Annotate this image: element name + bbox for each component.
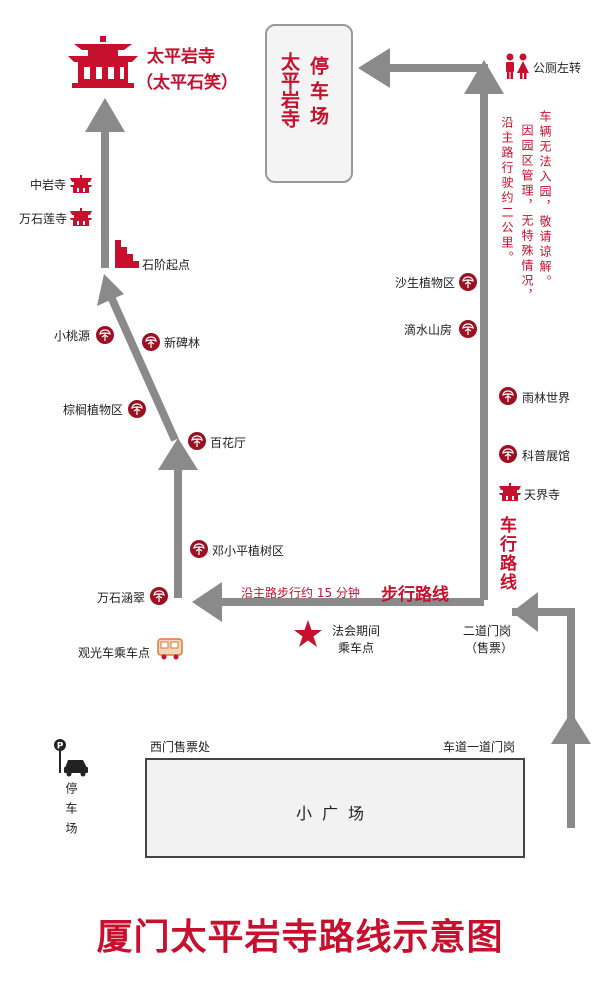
walk-route-diag bbox=[104, 288, 179, 442]
parking-lot-col: 停车场 bbox=[307, 56, 329, 131]
temple-name: 太平岩寺 bbox=[147, 47, 215, 67]
toilet-icon bbox=[506, 53, 529, 79]
walk-route-label: 步行路线 bbox=[381, 585, 449, 605]
bus-icon bbox=[157, 638, 183, 660]
temple-alias: （太平石笑） bbox=[136, 73, 238, 93]
gate2-sub-label: （售票） bbox=[465, 641, 514, 655]
gate2-label: 二道门岗 bbox=[463, 624, 512, 638]
poi-wanshihan-label: 万石涵翠 bbox=[97, 591, 146, 605]
plaza: 小广场 bbox=[145, 758, 525, 858]
poi-yulin-label: 雨林世界 bbox=[522, 391, 571, 405]
gate1-label: 车道一道门岗 bbox=[443, 740, 516, 754]
wanshihan-poi-icon bbox=[150, 587, 168, 605]
xiaotaoyuan-poi-icon bbox=[96, 326, 114, 344]
zhongyan-temple-icon bbox=[70, 175, 92, 193]
fahui-label-1: 法会期间 bbox=[332, 624, 381, 638]
toilet-label: 公厕左转 bbox=[533, 61, 582, 75]
walk-note: 沿主路步行约 15 分钟 bbox=[241, 586, 360, 600]
poi-baihua-label: 百花厅 bbox=[210, 436, 247, 450]
bus-stop-label: 观光车乘车点 bbox=[78, 646, 151, 660]
arrowhead-up-carroute bbox=[464, 60, 504, 94]
note-distance: 沿主路行驶约二公里。 bbox=[500, 116, 514, 266]
poi-xiaotaoyuan-label: 小桃源 bbox=[54, 329, 91, 343]
arrowhead-up-walk bbox=[158, 438, 198, 470]
west-gate-label: 西门售票处 bbox=[150, 740, 211, 754]
poi-dengxiaoping-label: 邓小平植树区 bbox=[212, 544, 285, 558]
arrowhead-left-parking bbox=[358, 48, 390, 88]
zonglv-poi-icon bbox=[128, 400, 146, 418]
poi-xinbeilin-label: 新碑林 bbox=[164, 336, 201, 350]
parking-icon: P bbox=[54, 739, 88, 777]
dishui-poi-icon bbox=[459, 320, 477, 338]
arrowhead-up-top bbox=[85, 98, 125, 132]
note-management: 因园区管理，无特殊情况， bbox=[520, 124, 534, 304]
fahui-label-2: 乘车点 bbox=[338, 641, 375, 655]
yulin-poi-icon bbox=[499, 387, 517, 405]
tianjie-temple-icon bbox=[499, 483, 521, 501]
poi-wanshilian-label: 万石莲寺 bbox=[19, 212, 68, 226]
arrowhead-left-walk bbox=[192, 582, 222, 622]
poi-zonglv-label: 棕榈植物区 bbox=[63, 403, 124, 417]
plaza-label: 小广场 bbox=[295, 804, 374, 823]
poi-tianjie-label: 天界寺 bbox=[524, 488, 561, 502]
map-title: 厦门太平岩寺路线示意图 bbox=[96, 917, 504, 958]
note-no-entry: 车辆无法入园，敬请谅解。 bbox=[538, 110, 552, 290]
dengxiaoping-poi-icon bbox=[190, 540, 208, 558]
star-icon bbox=[294, 620, 322, 647]
parking-box bbox=[265, 24, 353, 183]
kepu-poi-icon bbox=[499, 445, 517, 463]
poi-zhongyan-label: 中岩寺 bbox=[30, 178, 67, 192]
poi-dishui-label: 滴水山房 bbox=[404, 323, 453, 337]
temple-icon bbox=[68, 36, 138, 88]
stairs-icon bbox=[115, 240, 139, 268]
parking-left-label: 停车场 bbox=[64, 782, 78, 842]
arrowhead-left-carroute bbox=[512, 592, 538, 632]
wanshilian-temple-icon bbox=[70, 208, 92, 226]
arrowhead-up-right bbox=[551, 712, 591, 744]
poi-stairs-label: 石阶起点 bbox=[142, 258, 191, 272]
poi-kepu-label: 科普展馆 bbox=[522, 449, 571, 463]
shasheng-poi-icon bbox=[459, 273, 477, 291]
poi-shasheng-label: 沙生植物区 bbox=[395, 276, 456, 290]
arrowhead-diag bbox=[97, 274, 124, 306]
baihua-poi-icon bbox=[188, 432, 206, 450]
xinbeilin-poi-icon bbox=[142, 333, 160, 351]
parking-temple-col: 太平岩寺 bbox=[278, 52, 300, 128]
car-route-label: 车行路线 bbox=[496, 516, 516, 592]
svg-text:P: P bbox=[57, 742, 64, 752]
